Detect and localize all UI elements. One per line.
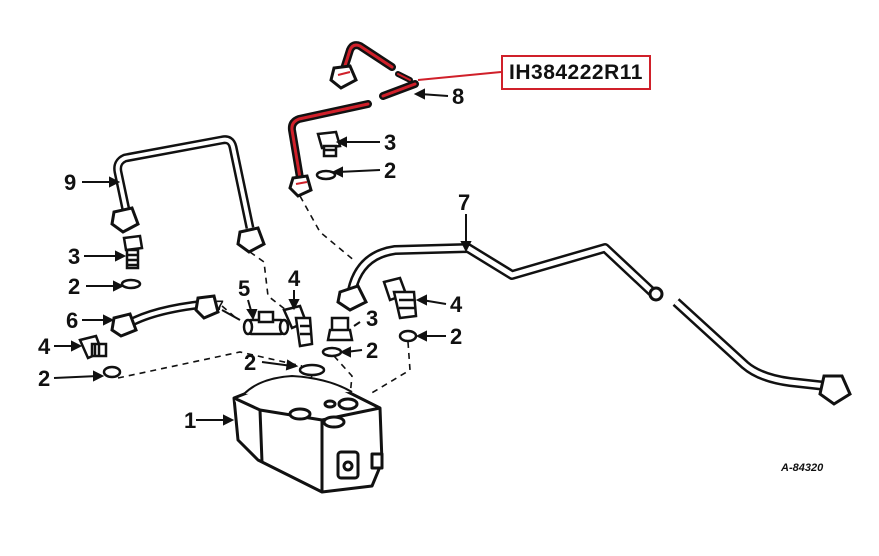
- callout-4-right: 4: [450, 292, 463, 317]
- tube-9-nuts: [110, 206, 266, 254]
- callout-6: 6: [66, 308, 78, 333]
- leader-arrows: [53, 88, 472, 426]
- callout-2-upper: 2: [384, 158, 396, 183]
- part-number-label: IH384222R11: [501, 55, 651, 90]
- tube-7-ends: [336, 284, 852, 406]
- callout-3-center: 3: [366, 306, 378, 331]
- tube-9: [113, 135, 255, 229]
- callout-3-upper: 3: [384, 130, 396, 155]
- tube-6-nuts: [110, 294, 220, 338]
- o-ring-center-left: [298, 363, 326, 377]
- callout-8: 8: [452, 84, 464, 109]
- part-number-leader: [417, 71, 502, 81]
- callout-2-right: 2: [450, 324, 462, 349]
- callout-7: 7: [458, 190, 470, 215]
- callout-2-left-upper: 2: [68, 274, 80, 299]
- fitting-3-left: [122, 234, 144, 270]
- callout-1: 1: [184, 408, 196, 433]
- o-ring-right: [398, 329, 418, 343]
- tee-5: [242, 310, 290, 336]
- elbow-4-left: [78, 334, 108, 360]
- callout-2-center-left: 2: [244, 350, 256, 375]
- callout-5: 5: [238, 276, 250, 301]
- fitting-3-upper: [316, 130, 342, 158]
- o-ring-left-upper: [120, 278, 142, 290]
- highlighted-tube-nuts: [288, 64, 358, 198]
- callout-9: 9: [64, 170, 76, 195]
- valve-body: [232, 375, 384, 494]
- highlighted-tube-assembly: [287, 41, 419, 182]
- elbow-4-right: [382, 276, 418, 320]
- callout-2-center: 2: [366, 338, 378, 363]
- o-ring-left-lower: [102, 365, 122, 379]
- callout-3-left: 3: [68, 244, 80, 269]
- callout-4-left: 4: [38, 334, 51, 359]
- tube-7: [347, 243, 827, 391]
- o-ring-center-right: [321, 346, 343, 358]
- drawing-number: A-84320: [781, 462, 824, 474]
- tube-6: [122, 299, 206, 330]
- o-ring-upper: [315, 169, 337, 181]
- callout-4-center: 4: [288, 266, 301, 291]
- alignment-lines: [117, 195, 411, 397]
- callout-2-left-lower: 2: [38, 366, 50, 391]
- callout-7-small: 7: [216, 297, 224, 313]
- fitting-3-center: [326, 316, 354, 342]
- elbow-4-center: [282, 304, 314, 348]
